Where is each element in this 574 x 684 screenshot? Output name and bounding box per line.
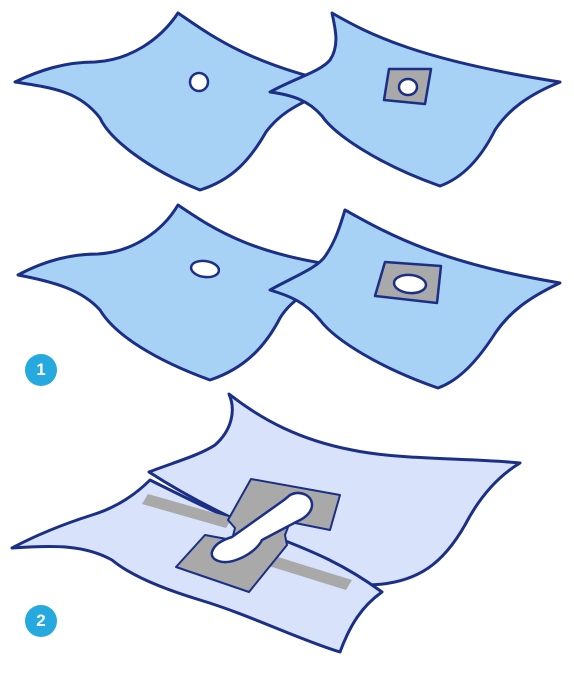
round-hole [190, 73, 208, 91]
oval-hole-sheet-row [18, 205, 560, 388]
round-hole-sheet-row [15, 13, 560, 190]
split-drape [12, 394, 520, 652]
step-2-badge: 2 [25, 605, 57, 637]
step-1-badge: 1 [25, 354, 57, 386]
step-2-label: 2 [36, 611, 45, 631]
step-1-label: 1 [36, 360, 45, 380]
sheet-with-round-hole [15, 13, 345, 190]
patch-hole [399, 79, 417, 95]
